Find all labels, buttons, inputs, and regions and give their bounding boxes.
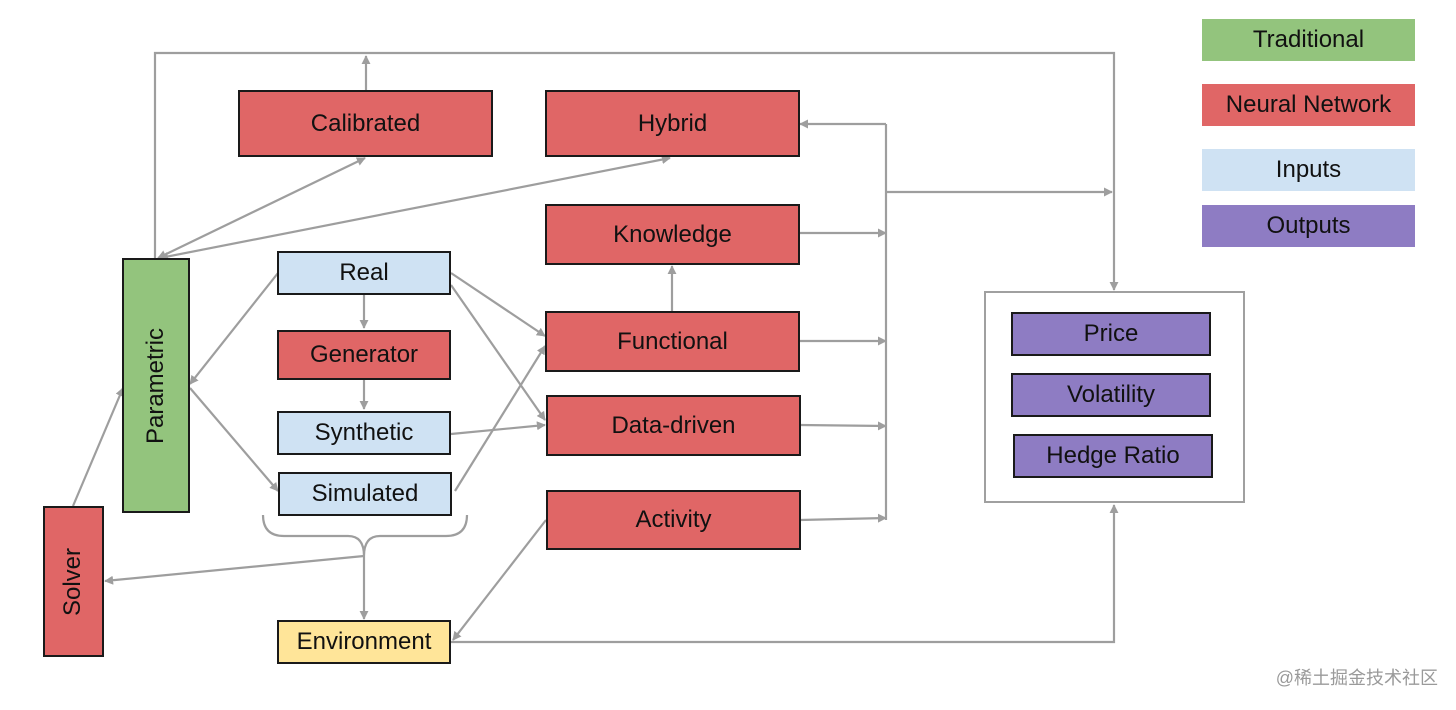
node-volatility: Volatility: [1011, 373, 1211, 417]
legend-neural-network: Neural Network: [1202, 84, 1415, 126]
connector-real-functional: [450, 272, 546, 337]
connector-parametric-to-outputs: [153, 51, 1119, 291]
node-generator: Generator: [277, 330, 451, 380]
node-price: Price: [1011, 312, 1211, 356]
node-hybrid-label: Hybrid: [637, 109, 708, 137]
connector-solver-parametric: [71, 387, 125, 507]
node-price-label: Price: [1083, 320, 1139, 347]
connector-activity-bus: [799, 513, 887, 523]
node-solver: Solver: [43, 506, 104, 657]
node-calibrated: Calibrated: [238, 90, 493, 157]
node-parametric-label: Parametric: [142, 327, 169, 444]
connector-parametric-calibrated: [157, 157, 366, 259]
node-synthetic: Synthetic: [277, 411, 451, 455]
node-environment-label: Environment: [296, 628, 432, 655]
legend-inputs: Inputs: [1202, 149, 1415, 191]
node-hybrid: Hybrid: [545, 90, 800, 157]
connector-environment-outputs: [451, 504, 1119, 644]
watermark: @稀土掘金技术社区: [1275, 668, 1438, 688]
connector-data-driven-bus: [799, 421, 887, 431]
node-environment: Environment: [277, 620, 451, 664]
legend-traditional-label: Traditional: [1252, 26, 1365, 53]
legend-outputs-label: Outputs: [1266, 212, 1351, 239]
node-data-driven: Data-driven: [546, 395, 801, 456]
connector-simulated-functional: [454, 345, 546, 492]
inputs-bracket: [261, 514, 469, 557]
node-activity-label: Activity: [635, 506, 712, 533]
node-knowledge: Knowledge: [545, 204, 800, 265]
node-simulated-label: Simulated: [311, 480, 419, 507]
node-solver-label: Solver: [59, 547, 87, 616]
node-simulated: Simulated: [278, 472, 452, 516]
node-functional: Functional: [545, 311, 800, 372]
node-real-label: Real: [339, 259, 389, 286]
node-real: Real: [277, 251, 451, 295]
node-activity: Activity: [546, 490, 801, 550]
legend-traditional: Traditional: [1202, 19, 1415, 61]
connector-synthetic-data-driven: [450, 421, 546, 436]
node-hedge-ratio-label: Hedge Ratio: [1046, 442, 1180, 469]
connector-real-parametric: [189, 272, 279, 385]
connector-bracket-solver: [104, 554, 365, 585]
node-hedge-ratio: Hedge Ratio: [1013, 434, 1213, 478]
node-synthetic-label: Synthetic: [314, 419, 414, 446]
connector-parametric-simulated: [189, 387, 279, 492]
legend-inputs-label: Inputs: [1275, 156, 1342, 183]
node-generator-label: Generator: [309, 341, 419, 368]
legend-neural-network-label: Neural Network: [1225, 91, 1392, 118]
connector-real-data-driven: [450, 284, 546, 421]
node-knowledge-label: Knowledge: [613, 220, 732, 248]
node-calibrated-label: Calibrated: [310, 109, 421, 137]
connector-activity-environment: [452, 519, 547, 641]
node-parametric: Parametric: [122, 258, 190, 513]
node-data-driven-label: Data-driven: [611, 411, 736, 439]
connector-parametric-hybrid: [159, 155, 671, 261]
node-volatility-label: Volatility: [1066, 381, 1156, 408]
node-functional-label: Functional: [617, 327, 728, 355]
legend-outputs: Outputs: [1202, 205, 1415, 247]
